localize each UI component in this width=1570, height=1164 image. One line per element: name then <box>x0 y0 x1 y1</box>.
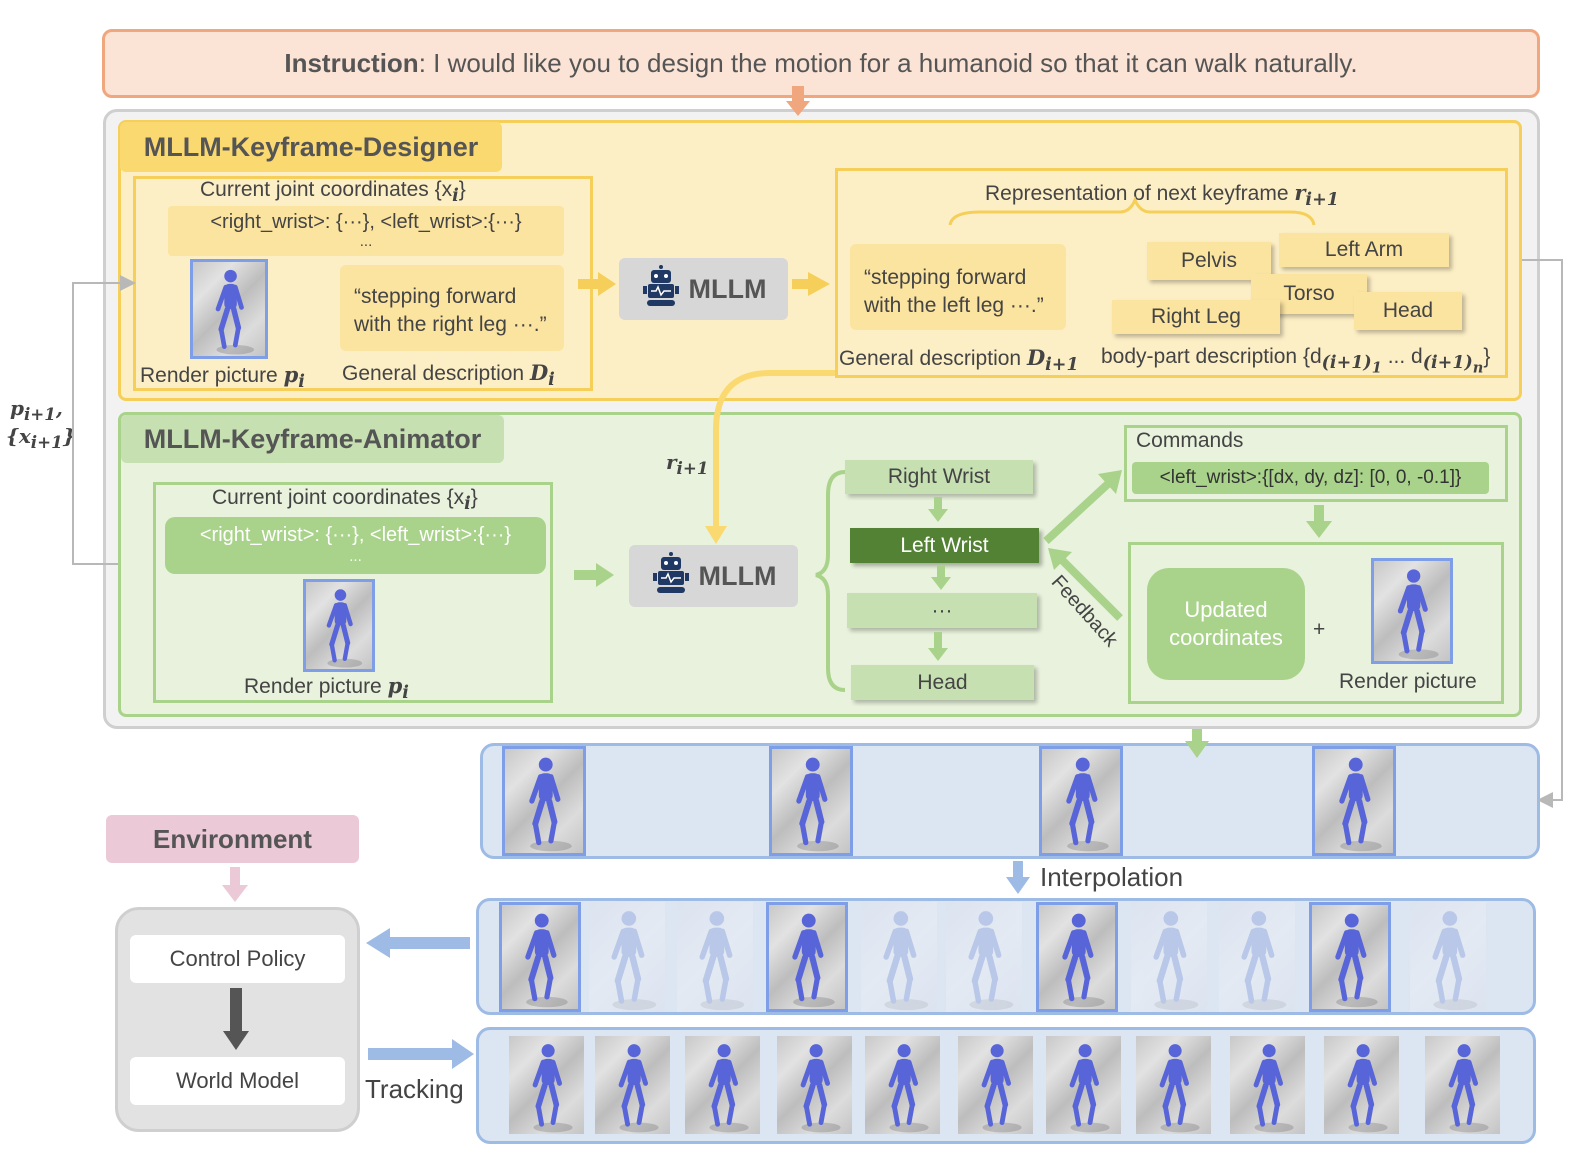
animator-joint-code: <right_wrist>: {···}, <left_wrist>:{···}… <box>165 517 546 574</box>
tracking-arrow <box>368 1039 474 1069</box>
humanoid-frame <box>958 1036 1033 1134</box>
updated-render-thumbnail <box>1371 558 1453 664</box>
update-box <box>1128 542 1504 704</box>
loop-p-label: pi+1, <box>10 396 63 424</box>
control-policy-box: Control Policy <box>130 935 345 983</box>
humanoid-frame <box>766 902 848 1012</box>
humanoid-frame <box>1324 1036 1399 1134</box>
humanoid-frame <box>946 902 1022 1012</box>
designer-render-label: Render picture pi <box>140 362 305 393</box>
part-torso: Torso <box>1251 274 1367 314</box>
part-pelvis: Pelvis <box>1147 242 1271 280</box>
render-picture-label: Render picture <box>1339 670 1477 693</box>
designer-general-label: General description Di <box>342 360 555 391</box>
instruction-text: : I would like you to design the motion … <box>418 48 1358 78</box>
environment-arrow <box>222 867 248 902</box>
humanoid-frame <box>769 746 853 856</box>
commands-box <box>1124 425 1508 502</box>
robot-icon <box>641 264 681 315</box>
environment-box: Environment <box>106 815 359 863</box>
designer-render-thumbnail <box>190 259 268 359</box>
loop-x-label: {xi+1} <box>6 424 76 452</box>
commands-label: Commands <box>1136 429 1244 452</box>
humanoid-frame <box>1136 1036 1211 1134</box>
plus-sign: + <box>1313 618 1326 641</box>
humanoid-frame <box>509 1036 584 1134</box>
bodypart-label: body-part description {d(i+1)1 ... d(i+1… <box>1101 345 1491 377</box>
animator-render-label: Render picture pi <box>244 673 409 704</box>
humanoid-frame <box>1309 902 1391 1012</box>
animator-current-joint-label: Current joint coordinates {xi} <box>212 486 478 515</box>
humanoid-frame <box>1219 902 1295 1012</box>
r-next-label: ri+1 <box>666 450 709 478</box>
world-model-box: World Model <box>130 1057 345 1105</box>
designer-joint-code: <right_wrist>: {···}, <left_wrist>:{···}… <box>168 206 564 256</box>
part-right-leg: Right Leg <box>1112 300 1280 334</box>
part-head: Head <box>1354 292 1462 330</box>
instruction-bar: Instruction: I would like you to design … <box>102 29 1540 98</box>
interpolation-label: Interpolation <box>1040 862 1184 892</box>
humanoid-frame <box>1230 1036 1305 1134</box>
robot-icon <box>651 551 691 602</box>
humanoid-frame <box>1046 1036 1121 1134</box>
humanoid-frame <box>861 902 937 1012</box>
humanoid-frame <box>1410 902 1486 1012</box>
next-keyframe-label: Representation of next keyframe ri+1 <box>985 180 1339 211</box>
designer-title: MLLM-Keyframe-Designer <box>120 122 502 172</box>
tracking-label: Tracking <box>365 1074 464 1104</box>
humanoid-frame <box>499 902 581 1012</box>
to-policy-arrow <box>366 928 470 958</box>
animator-render-thumbnail <box>303 579 375 672</box>
humanoid-frame <box>1036 902 1118 1012</box>
instruction-label: Instruction <box>284 48 419 78</box>
humanoid-frame <box>595 1036 670 1134</box>
animator-input-box <box>153 482 553 703</box>
designer-current-joint-label: Current joint coordinates {xi} <box>200 178 466 207</box>
updated-coordinates: Updated coordinates <box>1147 568 1305 680</box>
designer-output-box <box>835 168 1508 378</box>
humanoid-frame <box>777 1036 852 1134</box>
chain-ellipsis: ··· <box>847 593 1037 628</box>
designer-mllm-node: MLLM <box>619 258 788 320</box>
next-description-quote: “stepping forward with the left leg ···.… <box>850 244 1066 330</box>
humanoid-frame <box>1039 746 1123 856</box>
animator-mllm-node: MLLM <box>629 545 798 607</box>
chain-left-wrist: Left Wrist <box>850 528 1039 563</box>
humanoid-frame <box>589 902 665 1012</box>
command-code: <left_wrist>:{[dx, dy, dz]: [0, 0, -0.1]… <box>1132 462 1489 494</box>
humanoid-frame <box>865 1036 940 1134</box>
humanoid-frame <box>502 746 586 856</box>
humanoid-frame <box>677 902 753 1012</box>
humanoid-frame <box>685 1036 760 1134</box>
interpolation-arrow <box>1006 861 1030 894</box>
humanoid-frame <box>1425 1036 1500 1134</box>
chain-head: Head <box>851 665 1034 700</box>
animator-title: MLLM-Keyframe-Animator <box>121 415 504 463</box>
designer-description-quote: “stepping forward with the right leg ···… <box>340 265 564 351</box>
next-general-label: General description Di+1 <box>839 345 1079 376</box>
part-left-arm: Left Arm <box>1279 233 1449 267</box>
humanoid-frame <box>1312 746 1396 856</box>
humanoid-frame <box>1131 902 1207 1012</box>
chain-right-wrist: Right Wrist <box>845 460 1033 494</box>
